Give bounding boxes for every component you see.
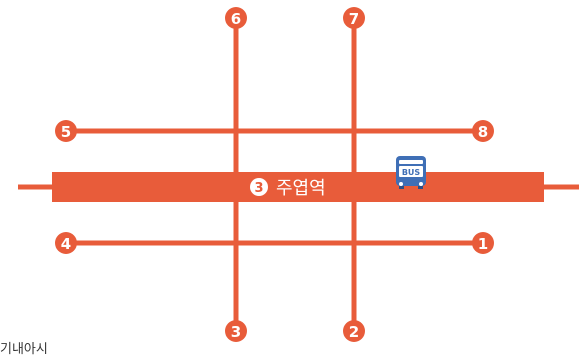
- exit-7[interactable]: 7: [343, 7, 365, 29]
- exit-3[interactable]: 3: [225, 320, 247, 342]
- exit-4[interactable]: 4: [55, 232, 77, 254]
- bus-icon[interactable]: BUS: [396, 156, 426, 189]
- exit-8-number: 8: [478, 123, 488, 141]
- exit-2-number: 2: [349, 323, 359, 341]
- exit-5-number: 5: [61, 123, 71, 141]
- map-caption: 기내아시: [0, 342, 48, 357]
- exit-1[interactable]: 1: [472, 232, 494, 254]
- station-name: 주엽역: [276, 178, 326, 199]
- station-bar: [52, 172, 544, 202]
- exit-6-number: 6: [231, 10, 241, 28]
- exit-7-number: 7: [349, 10, 359, 28]
- exit-1-number: 1: [478, 235, 488, 253]
- exit-4-number: 4: [61, 235, 71, 253]
- exit-8[interactable]: 8: [472, 120, 494, 142]
- station-number: 3: [254, 181, 263, 196]
- exit-6[interactable]: 6: [225, 7, 247, 29]
- exit-2[interactable]: 2: [343, 320, 365, 342]
- exit-3-number: 3: [231, 323, 241, 341]
- bus-stop-label: BUS: [402, 168, 421, 177]
- exit-5[interactable]: 5: [55, 120, 77, 142]
- station-number-marker: [250, 178, 268, 196]
